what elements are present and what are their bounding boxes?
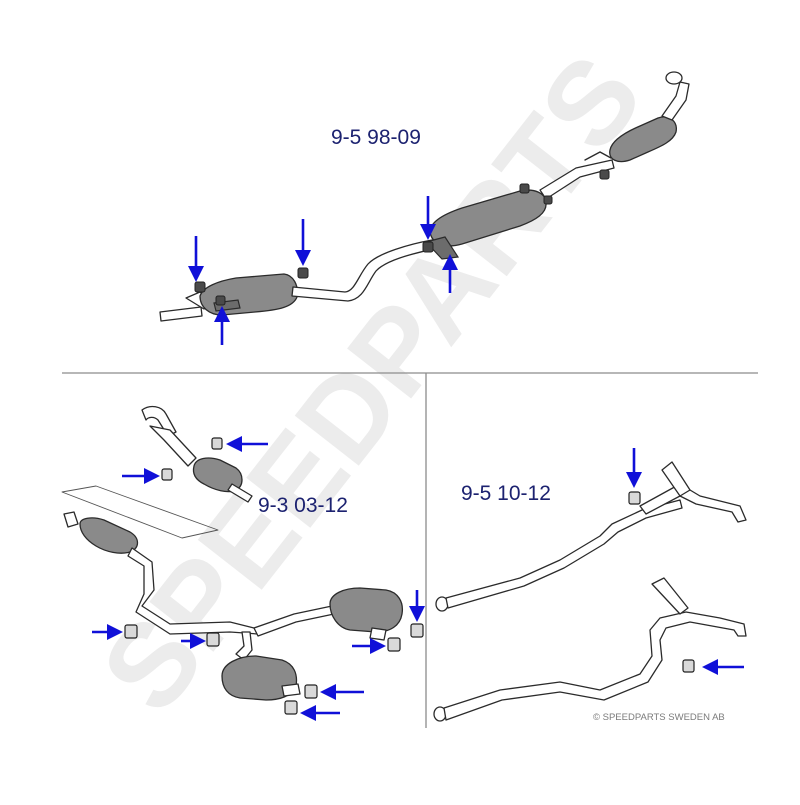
model-label-9-5-10-12: 9-5 10-12 (461, 482, 551, 505)
rubber-hanger (297, 267, 309, 279)
rubber-hanger (599, 169, 610, 180)
front-section-9-3 (141, 405, 253, 503)
left-branch-pipe (235, 631, 253, 661)
arrow-left-icon (300, 705, 340, 721)
hanger-arrows-top (188, 196, 458, 345)
rubber-hanger (543, 195, 553, 205)
arrow-down-icon (295, 219, 311, 266)
front-downpipe (149, 425, 197, 467)
arrow-up-icon (214, 306, 230, 345)
rubber-hanger (628, 491, 641, 505)
exhaust-system-9-5-98-09 (159, 71, 690, 322)
panel-9-5-98-09: 9-5 98-09 (159, 71, 690, 345)
y-branch-upper (661, 461, 691, 497)
exhaust-system-9-5-10-12-lower (433, 577, 747, 722)
rubber-hanger (304, 684, 318, 699)
rubber-hanger (422, 241, 434, 253)
arrow-left-icon (320, 684, 364, 700)
underbody-outline (61, 485, 219, 539)
arrow-left-icon (226, 436, 268, 452)
rear-muffler (199, 273, 299, 316)
arrow-down-icon (420, 196, 436, 240)
catalytic-converter (609, 116, 677, 163)
arrow-down-icon (409, 590, 425, 622)
hanger-arrows-right (626, 448, 744, 675)
arrow-left-icon (702, 659, 744, 675)
model-label-9-3-03-12: 9-3 03-12 (258, 494, 348, 517)
front-silencer-9-3 (79, 517, 139, 554)
panel-9-3-03-12: 9-3 03-12 (61, 405, 425, 721)
arrow-up-icon (442, 254, 458, 293)
rubber-hanger (387, 637, 401, 652)
rubber-hanger (206, 632, 220, 647)
rubber-hanger (682, 659, 695, 673)
tailpipe-right (369, 627, 387, 641)
downpipe-flange (665, 71, 683, 85)
middle-muffler-bracket (424, 236, 460, 260)
arrow-right-icon (181, 633, 206, 649)
downpipe (661, 81, 690, 121)
rubber-hanger (284, 700, 298, 715)
hanger-arrows-left (92, 436, 425, 721)
rubber-hanger (124, 624, 138, 639)
rubber-hanger (194, 281, 206, 293)
y-branch-lower (651, 577, 689, 615)
front-pipe-flange (584, 151, 612, 161)
model-label-9-5-98-09: 9-5 98-09 (331, 126, 421, 149)
exhaust-system-9-3 (63, 511, 424, 715)
y-pipe-upper (639, 483, 747, 523)
rubber-hanger (211, 437, 223, 450)
rubber-hanger (410, 623, 424, 638)
arrow-down-icon (626, 448, 642, 488)
rubber-hanger (215, 295, 226, 306)
rear-muffler-right (329, 587, 404, 633)
main-pipe-lower (443, 611, 747, 721)
cat-outlet-pipe (227, 483, 253, 503)
panel-9-5-10-12: 9-5 10-12 © SPEEDPAR (433, 448, 747, 723)
rubber-hanger (161, 468, 173, 481)
main-pipe-upper (445, 499, 683, 609)
rubber-hanger (519, 183, 530, 194)
tailpipe-left (281, 683, 301, 697)
exhaust-system-9-5-10-12-upper (435, 461, 747, 612)
arrow-down-icon (188, 236, 204, 282)
arrow-right-icon (92, 624, 123, 640)
copyright-text: © SPEEDPARTS SWEDEN AB (593, 712, 725, 723)
arrow-right-icon (122, 468, 160, 484)
tailpipe (159, 306, 203, 322)
arrow-right-icon (352, 638, 386, 654)
pipe-inlet (63, 511, 79, 528)
